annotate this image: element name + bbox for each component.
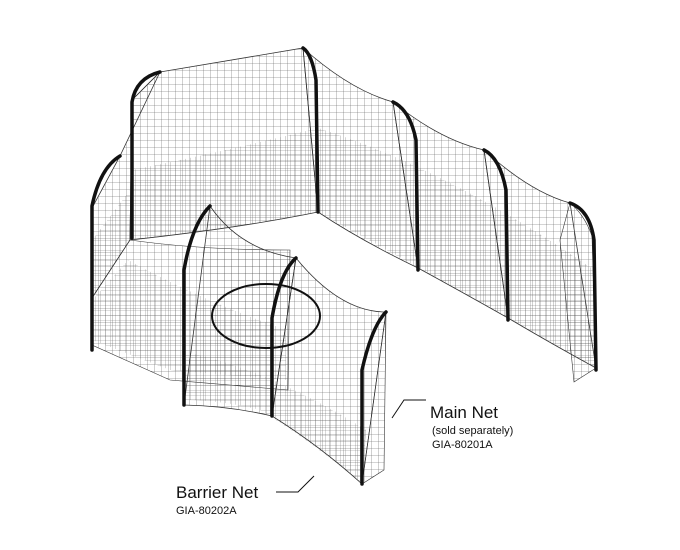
leader-main-net bbox=[391, 399, 426, 419]
pole-right-3 bbox=[568, 201, 598, 372]
pole-right-2 bbox=[482, 148, 510, 322]
barrier-net-poles bbox=[182, 204, 388, 486]
pole-back-center bbox=[301, 46, 320, 214]
barrier-net-title: Barrier Net bbox=[176, 483, 258, 502]
main-net-shade-band-right bbox=[318, 128, 596, 368]
main-net-poles bbox=[90, 46, 598, 372]
barrier-net-panel-end bbox=[361, 311, 387, 485]
barrier-pole-left bbox=[182, 204, 212, 407]
barrier-pole-right bbox=[360, 310, 388, 486]
main-net-title: Main Net bbox=[430, 403, 498, 422]
label-main-net: Main Net (sold separately) GIA-80201A bbox=[391, 399, 513, 451]
barrier-pole-center bbox=[270, 256, 298, 418]
pole-left bbox=[90, 154, 122, 352]
leader-barrier-net bbox=[276, 475, 315, 493]
main-net-shade-band-left bbox=[92, 190, 130, 298]
barrier-net-shade-band bbox=[185, 352, 366, 484]
label-barrier-net: Barrier Net GIA-80202A bbox=[176, 475, 315, 517]
throwing-circle bbox=[211, 283, 321, 349]
barrier-net bbox=[182, 204, 388, 486]
main-net-note: (sold separately) bbox=[432, 425, 513, 437]
main-net-shade-band-back bbox=[130, 128, 318, 240]
barrier-net-code: GIA-80202A bbox=[176, 505, 237, 517]
main-net-code: GIA-80201A bbox=[432, 439, 493, 451]
pole-right-1 bbox=[391, 100, 420, 272]
pole-back-left bbox=[130, 70, 162, 240]
